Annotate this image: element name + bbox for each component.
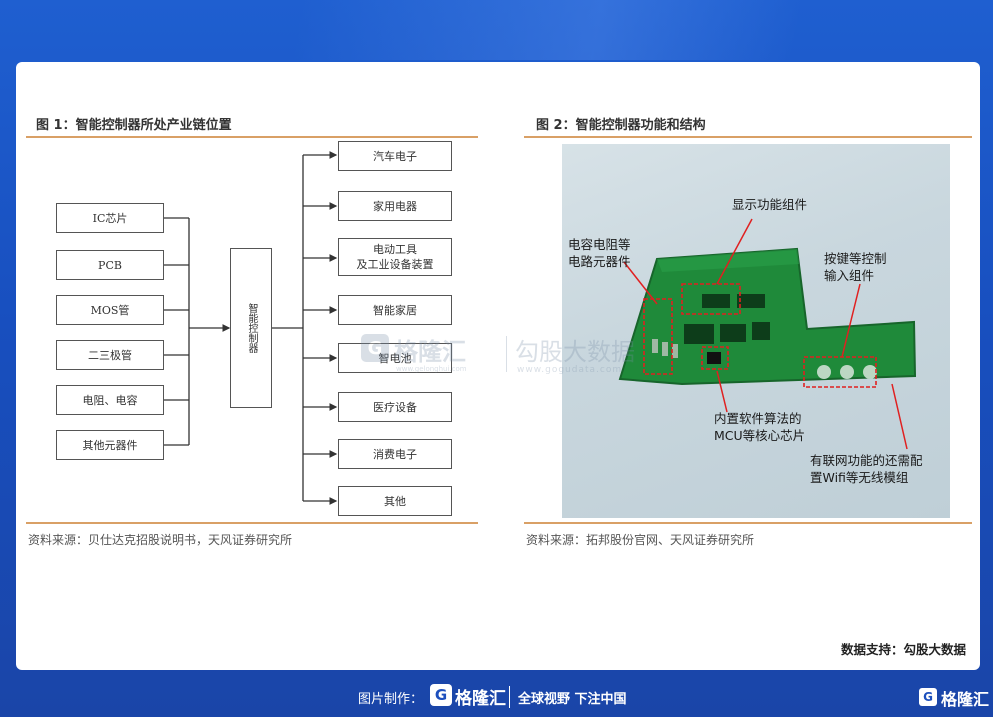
fig1-source: 资料来源：贝仕达克招股说明书，天风证券研究所 xyxy=(28,533,293,547)
watermark: G 格隆汇 www.gelonghui.com 勾股大数据 www.goguda… xyxy=(361,332,651,382)
downstream-box: 消费电子 xyxy=(338,439,452,469)
content-card: 图 1：智能控制器所处产业链位置 xyxy=(16,62,980,670)
footer-made-by: 图片制作： xyxy=(358,692,424,707)
background-stripe xyxy=(0,0,993,60)
fig1-title: 图 1：智能控制器所处产业链位置 xyxy=(36,118,232,133)
footer-slogan: 全球视野 下注中国 xyxy=(518,692,627,707)
gelonghui-logo-icon: G xyxy=(430,684,452,706)
upstream-box: MOS管 xyxy=(56,295,164,325)
smart-controller-box: 智能控制器 xyxy=(230,248,272,408)
watermark-separator xyxy=(506,336,507,372)
downstream-box: 医疗设备 xyxy=(338,392,452,422)
label-button: 按键等控制 输入组件 xyxy=(824,251,887,283)
industry-chain-diagram: IC芯片 PCB MOS管 二三极管 电阻、电容 其他元器件 智能控制器 汽车电… xyxy=(36,140,496,535)
upstream-box: PCB xyxy=(56,250,164,280)
footer: 图片制作： G 格隆汇 全球视野 下注中国 xyxy=(0,676,993,717)
label-display: 显示功能组件 xyxy=(732,197,808,212)
gelonghui-logo-icon: G xyxy=(919,688,937,706)
label-mcu: 内置软件算法的 MCU等核心芯片 xyxy=(714,411,806,443)
downstream-box: 汽车电子 xyxy=(338,141,452,171)
upstream-box: IC芯片 xyxy=(56,203,164,233)
label-wifi: 有联网功能的还需配 置Wifi等无线模组 xyxy=(810,453,923,485)
fig2-title: 图 2：智能控制器功能和结构 xyxy=(536,118,706,133)
fig2-source: 资料来源：拓邦股份官网、天风证券研究所 xyxy=(526,533,755,547)
pcb-photo: 显示功能组件 电容电阻等 电路元器件 按键等控制 输入组件 内置软件算法的 MC… xyxy=(562,144,950,518)
fig2-bottom-rule xyxy=(524,522,972,524)
watermark-brand2: 勾股大数据 xyxy=(515,338,635,366)
watermark-brand-url: www.gelonghui.com xyxy=(396,365,467,373)
downstream-box: 智电池 xyxy=(338,343,452,373)
footer-brand: 格隆汇 xyxy=(455,689,506,709)
pcb-illustration xyxy=(618,218,917,450)
downstream-box: 家用电器 xyxy=(338,191,452,221)
fig1-rule xyxy=(26,136,478,138)
data-support: 数据支持：勾股大数据 xyxy=(840,642,966,657)
upstream-box: 二三极管 xyxy=(56,340,164,370)
corner-brand: 格隆汇 xyxy=(941,690,990,709)
corner-logo: G 格隆汇 xyxy=(919,686,989,710)
downstream-box: 电动工具 及工业设备装置 xyxy=(338,238,452,276)
fig1-bottom-rule xyxy=(26,522,478,524)
downstream-box: 智能家居 xyxy=(338,295,452,325)
footer-separator xyxy=(509,686,510,708)
watermark-brand2-url: www.gogudata.com xyxy=(517,365,623,375)
watermark-brand: 格隆汇 xyxy=(394,338,466,366)
upstream-box: 电阻、电容 xyxy=(56,385,164,415)
upstream-box: 其他元器件 xyxy=(56,430,164,460)
downstream-box: 其他 xyxy=(338,486,452,516)
label-capacitor: 电容电阻等 电路元器件 xyxy=(568,237,631,269)
chain-connectors xyxy=(164,151,338,505)
fig2-rule xyxy=(524,136,972,138)
gelonghui-logo-icon: G xyxy=(361,334,389,362)
